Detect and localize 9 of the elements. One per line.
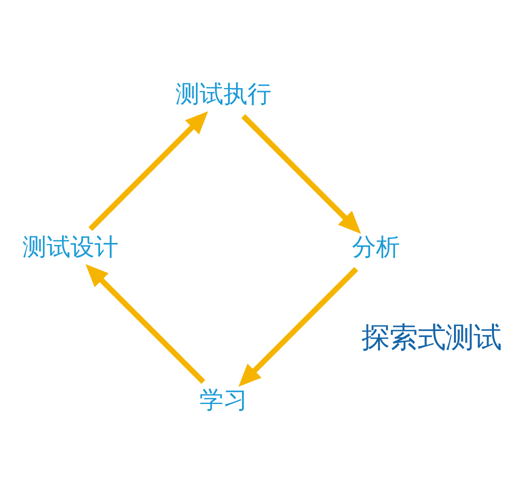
arrow	[238, 267, 358, 387]
arrow	[240, 114, 361, 234]
arrow	[88, 111, 208, 231]
label: 探索式测试	[360, 322, 501, 354]
node-text: 测试设计	[22, 233, 118, 262]
node-text: 学习	[198, 386, 247, 414]
arrow	[85, 264, 205, 384]
node-text: 分析	[352, 233, 400, 262]
node-text: 测试执行	[174, 80, 271, 108]
